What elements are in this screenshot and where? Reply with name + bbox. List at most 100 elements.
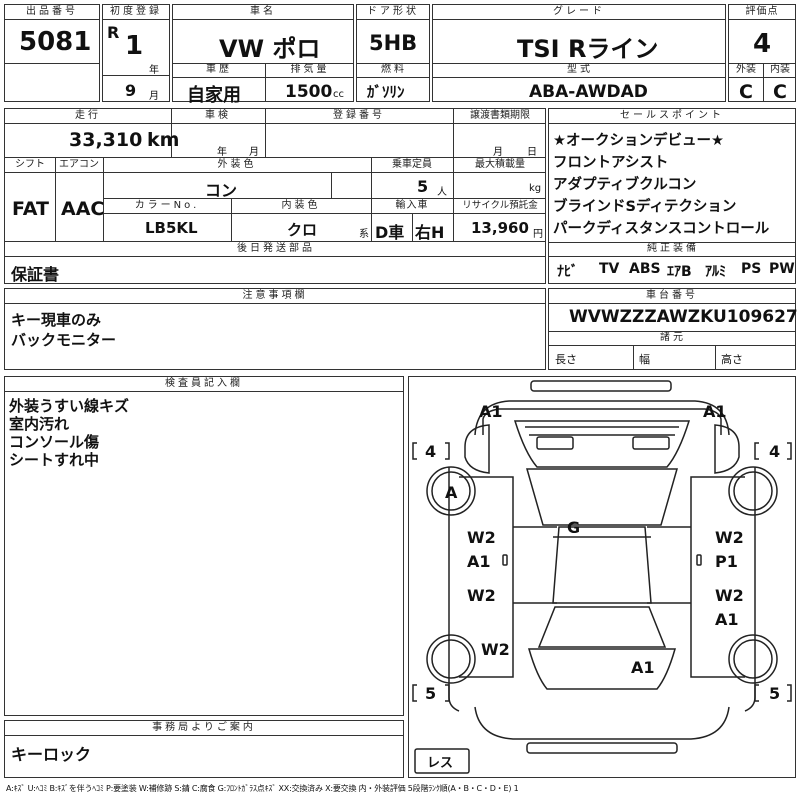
reg-year: 1 xyxy=(125,31,144,61)
displacement-label: 排気量 xyxy=(290,64,330,75)
damage-mark: A1 xyxy=(467,552,491,571)
specs-label: 諸元 xyxy=(660,332,686,343)
damage-mark: 4 xyxy=(769,442,780,461)
intcolor-unit: 系 xyxy=(359,229,369,240)
displacement-unit: cc xyxy=(333,89,344,100)
height-label: 高さ xyxy=(721,353,743,366)
ac: AAC xyxy=(61,198,105,220)
maxload-unit: kg xyxy=(529,183,542,194)
month-unit: 月 xyxy=(149,91,159,102)
lot-number: 5081 xyxy=(19,27,92,57)
transfer-label: 譲渡書類期限 xyxy=(470,110,530,121)
era: R xyxy=(107,23,120,42)
damage-mark: A1 xyxy=(715,610,739,629)
displacement: 1500 xyxy=(285,82,333,102)
model: ABA-AWDAD xyxy=(529,82,648,102)
car-diagram: A1 A1 4 4 A G W2 A1 W2 P1 W2 W2 A1 W2 A1… xyxy=(412,380,792,774)
legend: A:ｷｽﾞ U:ﾍｺﾐ B:ｷｽﾞを伴うﾍｺﾐ P:要塗装 W:補修跡 S:錆 … xyxy=(6,784,519,793)
exterior-label: 外装 xyxy=(736,64,756,75)
damage-mark: 4 xyxy=(425,442,436,461)
recycle: 13,960 xyxy=(471,219,529,237)
grade-label: グレード xyxy=(433,5,725,20)
equipment-item: PS xyxy=(741,261,762,277)
score-label: 評価点 xyxy=(729,5,795,20)
equipment-item: TV xyxy=(599,261,620,277)
equipment-label: 純正装備 xyxy=(647,243,699,254)
damage-mark: W2 xyxy=(715,528,744,547)
sales-points-block: セールスポイント ★オークションデビュー★ フロントアシスト アダプティブクルコ… xyxy=(548,108,796,284)
office-text: キーロック xyxy=(11,745,92,764)
transfer-day: 日 xyxy=(527,147,537,158)
damage-mark: W2 xyxy=(467,586,496,605)
door-type: 5HB xyxy=(369,31,418,55)
later-parts-label: 後日発送部品 xyxy=(237,243,315,254)
details-block: 走行 車検 登録番号 譲渡書類期限 33,310 km 年 月 月 日 シフト … xyxy=(4,108,546,284)
office-label: 事務局よりご案内 xyxy=(5,721,403,736)
interior-label: 内装 xyxy=(770,64,790,75)
colorno: LB5KL xyxy=(145,219,198,237)
inspector-label: 検査員記入欄 xyxy=(5,377,403,392)
fuel: ｶﾞｿﾘﾝ xyxy=(367,83,405,101)
chassis-label: 車台番号 xyxy=(549,289,795,304)
damage-mark: A1 xyxy=(479,402,503,421)
sales-point: ブラインドSディテクション xyxy=(553,199,737,215)
door-box: ドア形状 5HB 燃料 ｶﾞｿﾘﾝ xyxy=(356,4,430,102)
mileage-unit: km xyxy=(147,129,180,151)
damage-mark: W2 xyxy=(481,640,510,659)
note-line: バックモニター xyxy=(11,331,117,349)
colorno-label: カラーNo. xyxy=(134,200,200,211)
damage-mark: レス xyxy=(427,756,453,771)
sales-point: パークディスタンスコントロール xyxy=(553,221,770,237)
equipment-item: ｱﾙﾐ xyxy=(705,264,726,280)
damage-mark: P1 xyxy=(715,552,738,571)
length-label: 長さ xyxy=(555,353,577,366)
car-name-box: 車名 VW ポロ 車歴 排気量 自家用 1500 cc xyxy=(172,4,354,106)
year-unit: 年 xyxy=(149,65,159,76)
equipment-item: PW xyxy=(769,261,795,277)
recycle-unit: 円 xyxy=(533,229,543,240)
capacity-label: 乗車定員 xyxy=(392,159,432,170)
exterior-grade: C xyxy=(739,81,753,103)
import-h: 右H xyxy=(415,223,445,242)
import-label: 輸入車 xyxy=(395,200,429,211)
color-label: 外装色 xyxy=(217,159,257,170)
damage-mark: 5 xyxy=(769,684,780,703)
notes-label: 注意事項欄 xyxy=(5,289,545,304)
car-diagram-block: A1 A1 4 4 A G W2 A1 W2 P1 W2 W2 A1 W2 A1… xyxy=(408,376,796,778)
history: 自家用 xyxy=(187,85,241,106)
inspector-line: シートすれ中 xyxy=(9,451,100,469)
inspector-block: 検査員記入欄 外装うすい線キズ 室内汚れ コンソール傷 シートすれ中 xyxy=(4,376,404,716)
reg-month: 9 xyxy=(125,81,137,100)
lot-box: 出品番号 5081 xyxy=(4,4,100,102)
grade: TSI Rライン xyxy=(517,35,659,63)
note-line: キー現車のみ xyxy=(11,311,102,329)
mileage: 33,310 xyxy=(69,129,143,151)
mileage-label: 走行 xyxy=(75,110,101,121)
score-box: 評価点 4 外装 内装 C C xyxy=(728,4,796,103)
insp-month-unit: 月 xyxy=(249,147,259,158)
notes-block: 注意事項欄 キー現車のみ バックモニター xyxy=(4,288,546,370)
ac-label: エアコン xyxy=(59,159,99,170)
equipment-item: ABS xyxy=(629,261,661,277)
damage-mark: G xyxy=(567,518,580,537)
inspector-line: 室内汚れ xyxy=(9,415,70,433)
inspector-line: 外装うすい線キズ xyxy=(9,397,130,415)
chassis-block: 車台番号 WVWZZZAWZKU109627 諸元 長さ 幅 高さ xyxy=(548,288,798,370)
intcolor: クロ xyxy=(287,221,318,239)
inspector-line: コンソール傷 xyxy=(9,433,100,451)
model-label: 型式 xyxy=(567,64,593,75)
damage-mark: 5 xyxy=(425,684,436,703)
color: コン xyxy=(205,181,238,200)
sales-point: アダプティブクルコン xyxy=(553,177,697,193)
fuel-label: 燃料 xyxy=(381,64,407,75)
sales-point: ★オークションデビュー★ xyxy=(553,133,724,149)
capacity: 5 xyxy=(417,177,429,196)
damage-mark: W2 xyxy=(715,586,744,605)
damage-mark: A xyxy=(445,483,458,502)
sales-point: フロントアシスト xyxy=(553,155,669,171)
damage-mark: A1 xyxy=(703,402,727,421)
history-label: 車歴 xyxy=(206,64,232,75)
maxload-label: 最大積載量 xyxy=(475,159,525,170)
lot-label: 出品番号 xyxy=(5,5,99,20)
sales-points-label: セールスポイント xyxy=(549,109,795,124)
